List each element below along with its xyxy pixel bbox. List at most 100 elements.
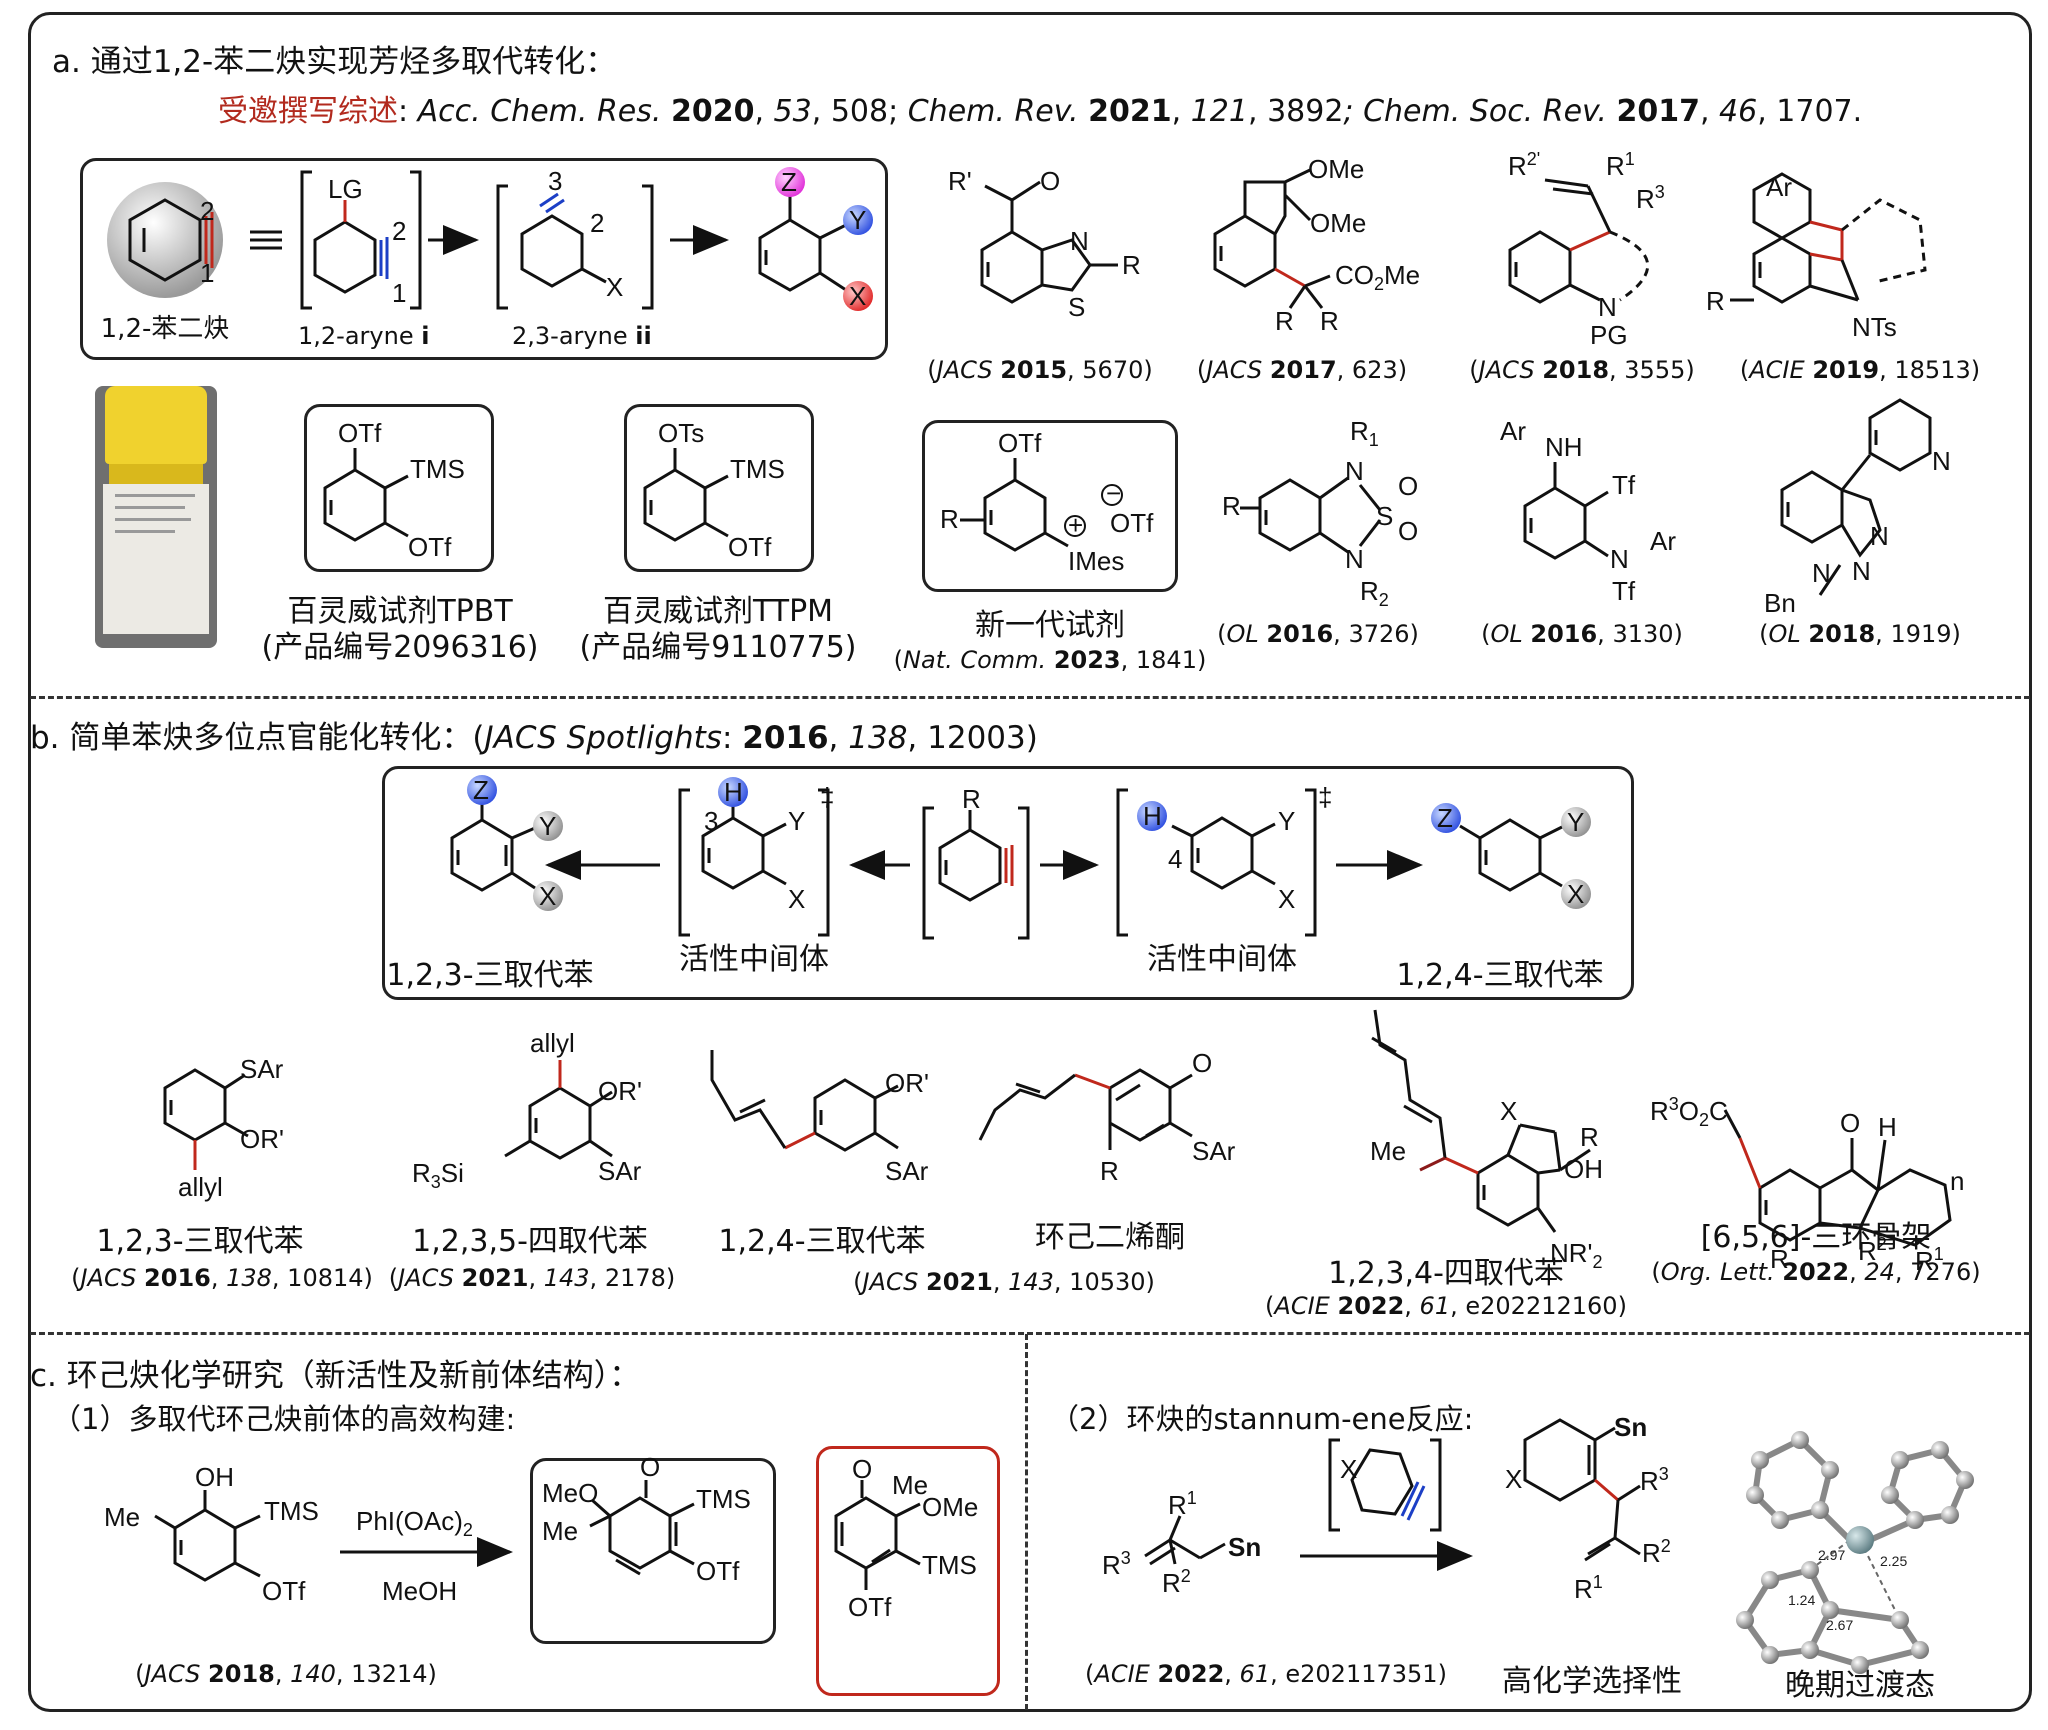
svg-text:1: 1 [392,278,406,308]
svg-text:OH: OH [1564,1154,1603,1184]
svg-text:n: n [1950,1166,1964,1196]
ttpm-box [624,404,814,572]
svg-text:Sn: Sn [1614,1412,1647,1442]
citation-jacs-2017: (JACS 2017, 623) [1196,356,1408,384]
product-6-citation: (Org. Lett. 2022, 24, 7276) [1651,1258,1981,1286]
new-reagent-name: 新一代试剂 [975,608,1125,643]
svg-text:X: X [606,272,623,302]
svg-text:OTf: OTf [848,1592,892,1622]
svg-text:Me: Me [542,1516,578,1546]
svg-text:Me: Me [104,1502,140,1532]
svg-text:OR': OR' [598,1076,642,1106]
svg-text:R2: R2 [1642,1536,1671,1568]
svg-text:X: X [788,884,805,914]
svg-text:Z: Z [473,775,489,805]
svg-text:+: + [1068,510,1083,540]
svg-text:X: X [1567,879,1584,909]
svg-text:H: H [1878,1112,1897,1142]
svg-text:‡: ‡ [820,782,834,812]
aryne-i-label: 1,2-aryne i [298,322,430,350]
svg-text:TMS: TMS [264,1496,319,1526]
svg-text:O: O [1040,166,1060,196]
svg-text:OTf: OTf [696,1556,740,1586]
svg-text:OMe: OMe [922,1492,978,1522]
svg-text:N: N [1870,521,1889,551]
benzdiyne-scheme-box [80,158,888,360]
svg-text:TMS: TMS [730,454,785,484]
svg-text:R3Si: R3Si [412,1158,464,1192]
svg-text:N: N [1932,446,1951,476]
svg-text:R: R [1580,1122,1599,1152]
svg-text:OMe: OMe [1310,208,1366,238]
svg-text:PhI(OAc)2: PhI(OAc)2 [356,1506,473,1540]
svg-text:OR': OR' [240,1124,284,1154]
svg-text:CO2Me: CO2Me [1335,260,1420,294]
svg-text:‡: ‡ [1318,782,1332,812]
svg-text:H: H [1143,801,1162,831]
svg-text:O: O [1398,516,1418,546]
svg-text:S: S [1376,501,1393,531]
svg-text:PG: PG [1590,320,1628,350]
svg-text:O: O [640,1452,660,1482]
figure-frame [28,12,2032,1712]
svg-text:Y: Y [849,205,866,235]
citation-ol-2016-3726: (OL 2016, 3726) [1217,620,1419,648]
product-2-citation: (JACS 2021, 143, 2178) [388,1264,676,1292]
svg-text:R: R [1320,306,1339,336]
product-2-name: 1,2,3,5-四取代苯 [412,1224,648,1259]
product-4-name: 环己二烯酮 [1035,1220,1185,1255]
section-c-title: c. 环己炔化学研究（新活性及新前体结构）： [30,1358,641,1394]
citation-acie-2019: (ACIE 2019, 18513) [1739,356,1981,384]
ttpm-code: (产品编号9110775) [579,630,857,665]
ttpm-name: 百灵威试剂TTPM [602,594,834,629]
citation-jacs-2015: (JACS 2015, 5670) [927,356,1153,384]
regio-right-product-label: 1,2,4-三取代苯 [1396,958,1604,993]
svg-text:N: N [1812,558,1831,588]
tpbt-code: (产品编号2096316) [261,630,539,665]
citation-jacs-2018: (JACS 2018, 3555) [1469,356,1695,384]
product-1-citation: (JACS 2016, 138, 10814) [71,1264,373,1292]
svg-text:OTf: OTf [338,418,382,448]
svg-text:Tf: Tf [1612,576,1636,606]
svg-text:Y: Y [539,811,556,841]
svg-text:N: N [1345,456,1364,486]
svg-text:2: 2 [590,208,604,238]
selectivity-label: 高化学选择性 [1502,1664,1682,1699]
svg-text:N: N [1598,292,1617,322]
svg-text:OMe: OMe [1308,154,1364,184]
svg-text:X: X [1500,1096,1517,1126]
svg-text:R1: R1 [1350,416,1379,450]
citation-nat-comm-2023: (Nat. Comm. 2023, 1841) [893,646,1207,674]
citation-ol-2016-3130: (OL 2016, 3130) [1481,620,1683,648]
svg-text:R3O2C: R3O2C [1650,1094,1728,1130]
svg-text:X: X [1505,1464,1522,1494]
svg-text:TMS: TMS [410,454,465,484]
regio-right-intermediate-label: 活性中间体 [1147,942,1297,977]
svg-text:X: X [539,881,556,911]
svg-text:R: R [1770,1244,1789,1274]
svg-text:TMS: TMS [696,1484,751,1514]
tpbt-box [304,404,494,572]
new-reagent-box [922,420,1178,592]
svg-text:2.25: 2.25 [1880,1553,1907,1569]
svg-text:R: R [1122,250,1141,280]
svg-text:4: 4 [1168,844,1182,874]
svg-text:OTf: OTf [262,1576,306,1606]
aryne-ii-label: 2,3-aryne ii [512,322,652,350]
svg-text:SAr: SAr [240,1054,284,1084]
svg-text:IMes: IMes [1068,546,1124,576]
svg-text:Me: Me [1370,1136,1406,1166]
svg-text:R3: R3 [1102,1548,1131,1580]
svg-text:NH: NH [1545,432,1583,462]
svg-text:R': R' [948,166,972,196]
svg-text:Y: Y [1278,806,1295,836]
svg-text:N: N [1610,544,1629,574]
svg-text:R3: R3 [1636,182,1665,214]
svg-text:O: O [852,1454,872,1484]
isomer-box-red [816,1446,1000,1696]
svg-text:Bn: Bn [1764,588,1796,618]
svg-text:Y: Y [1567,807,1584,837]
svg-text:H: H [724,777,743,807]
